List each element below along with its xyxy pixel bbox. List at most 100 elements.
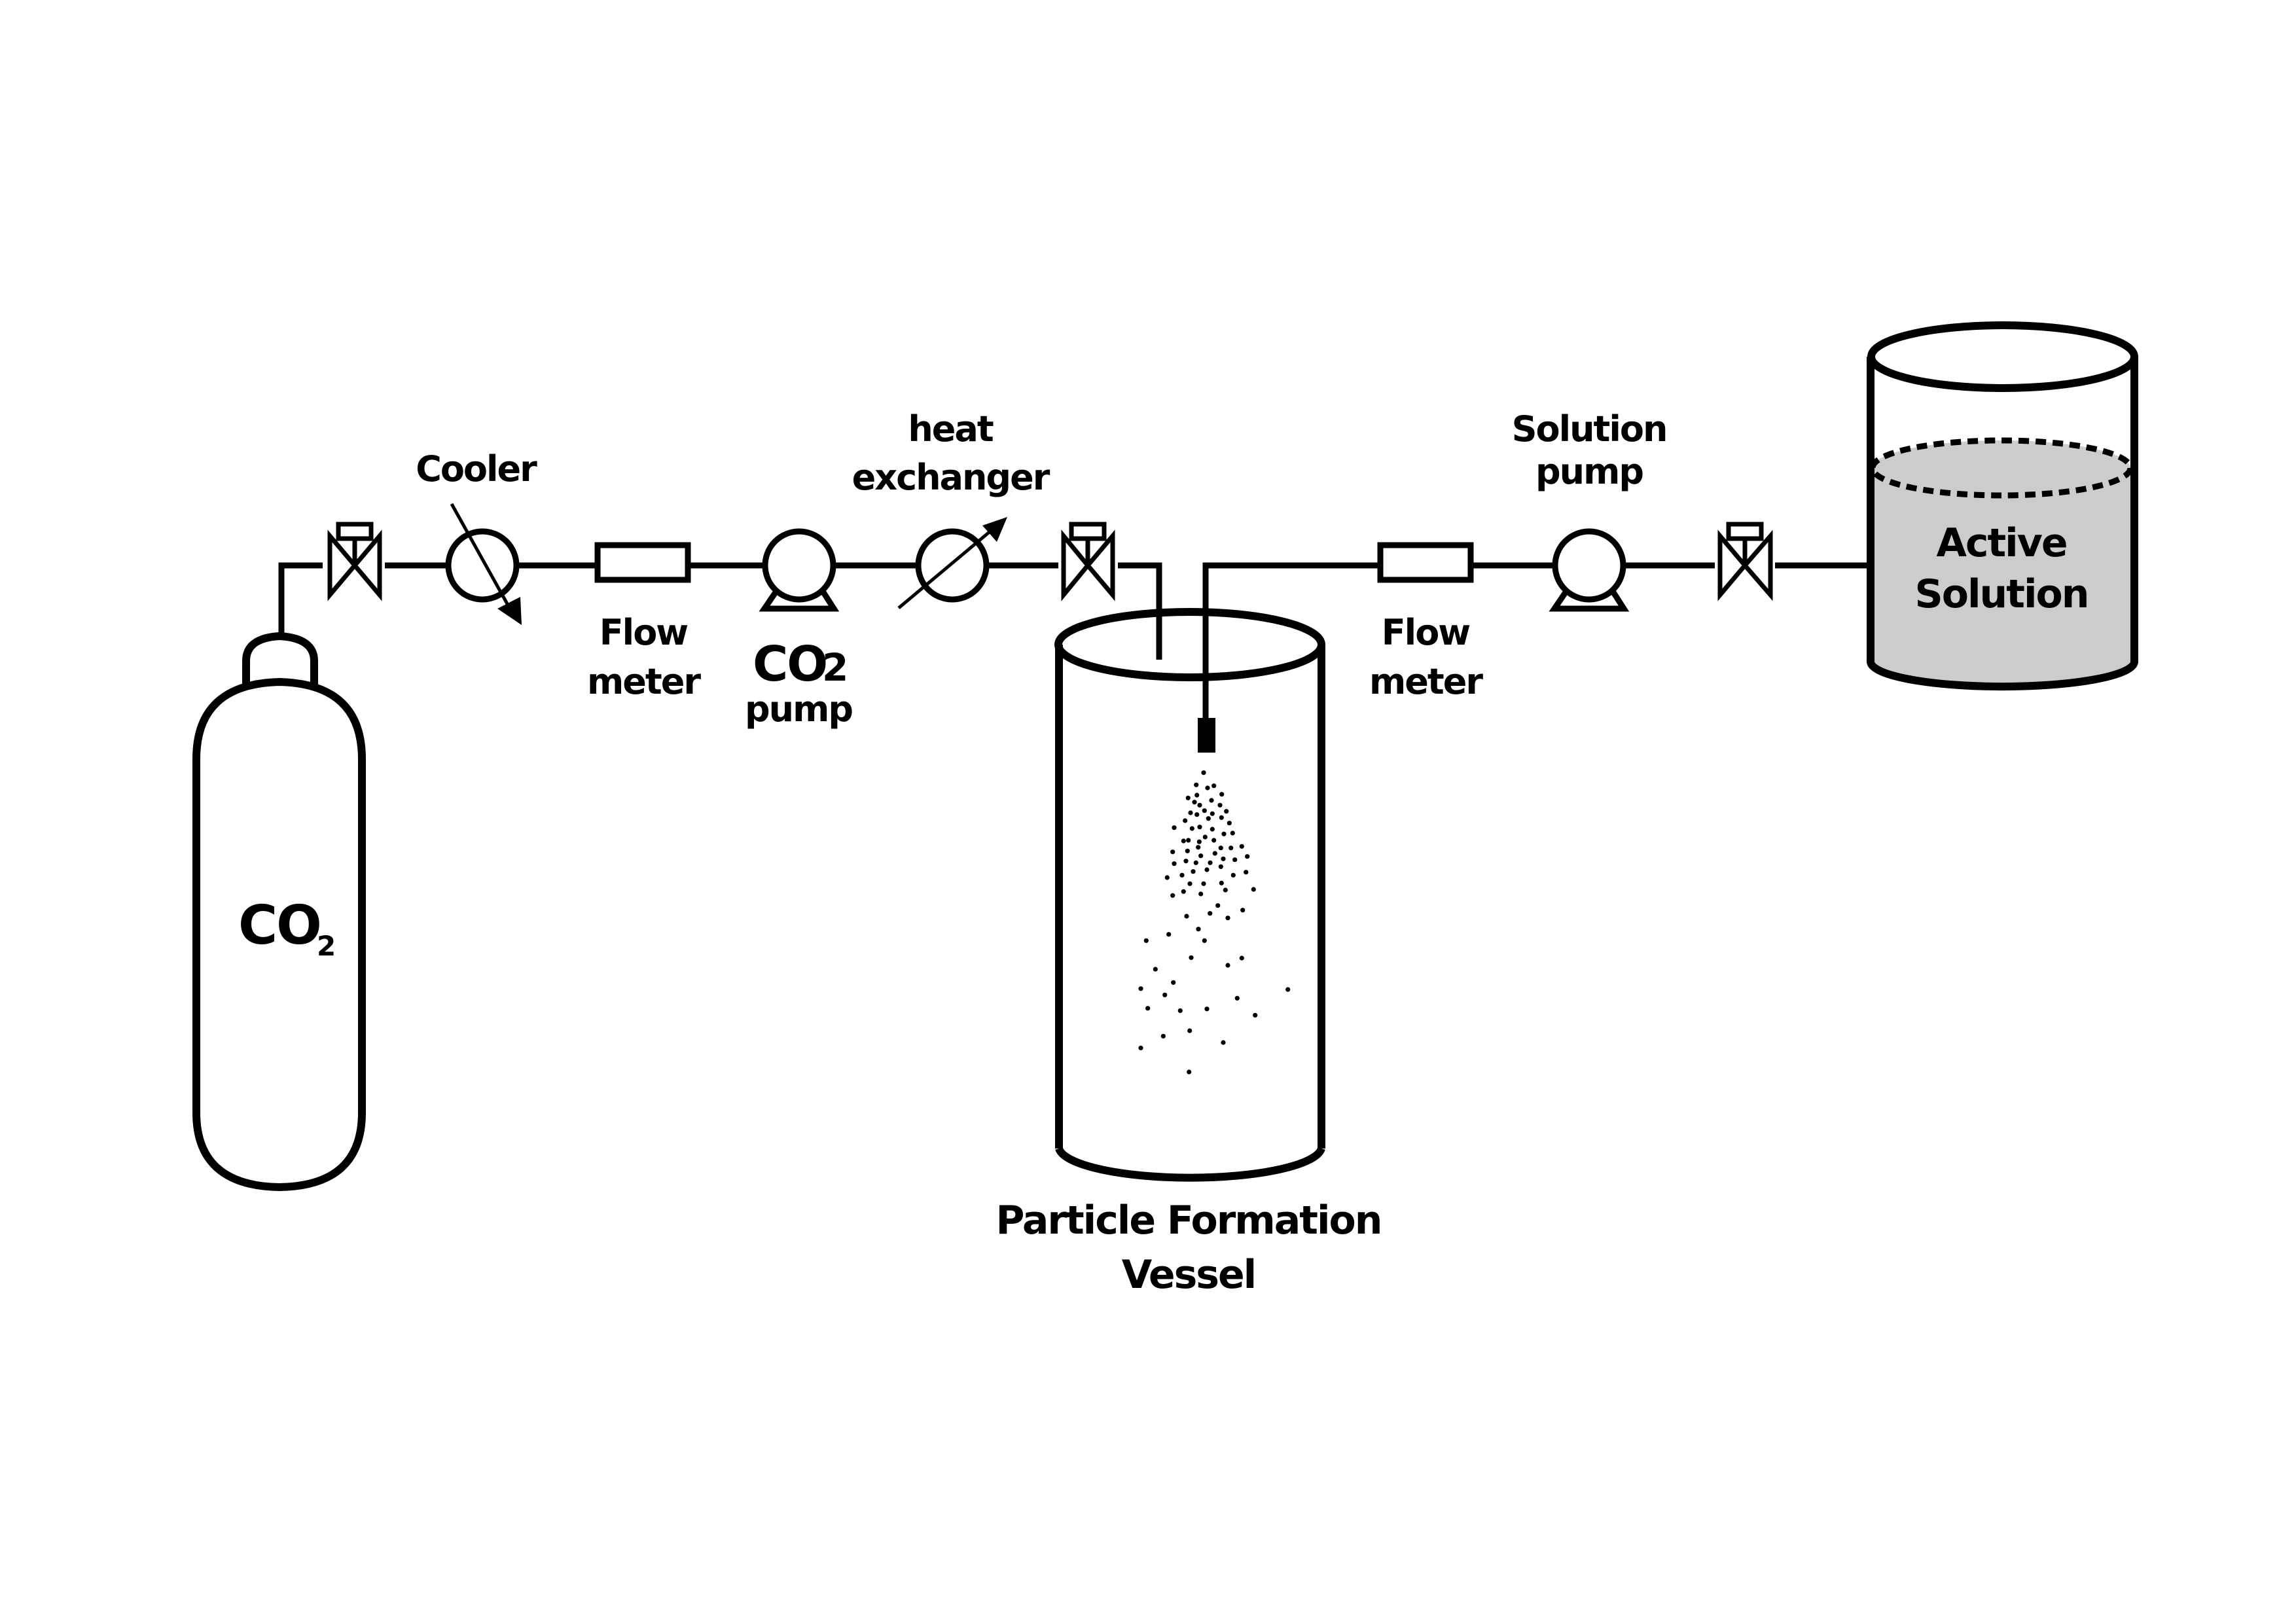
particle xyxy=(1221,856,1226,861)
particle xyxy=(1196,845,1201,850)
particle xyxy=(1219,792,1225,797)
co2-pump-label-co: CO xyxy=(753,636,827,692)
particle xyxy=(1211,838,1217,843)
particle xyxy=(1194,782,1199,787)
particle xyxy=(1201,770,1206,776)
particle xyxy=(1172,825,1177,830)
particle xyxy=(1138,1045,1143,1050)
cylinder-body xyxy=(192,677,366,1192)
particle xyxy=(1206,816,1211,821)
valve-body-left xyxy=(1061,529,1091,601)
particle xyxy=(1240,908,1246,913)
valve-body-left xyxy=(327,529,358,601)
particle xyxy=(1217,802,1223,808)
flow-meter-box xyxy=(594,542,691,583)
particle xyxy=(1234,995,1240,1001)
valve-actuator xyxy=(1069,522,1107,541)
particle xyxy=(1181,889,1186,894)
particle xyxy=(1232,857,1238,863)
particle xyxy=(1181,838,1186,844)
flow-meter-label-line1: Flow xyxy=(600,612,688,653)
particle xyxy=(1201,881,1206,886)
co2-cylinder: CO 2 xyxy=(192,632,366,1192)
tank-bottom xyxy=(1867,661,2138,691)
solution-pump: Solution pump xyxy=(1512,408,1668,612)
flow-meter-label-line1: Flow xyxy=(1382,612,1470,653)
particle xyxy=(1179,872,1185,878)
flow-meter-label-line2: meter xyxy=(587,661,701,702)
co2-pump-label-line2: pump xyxy=(745,688,852,730)
particle xyxy=(1196,927,1201,932)
particle xyxy=(1227,821,1232,826)
particle xyxy=(1221,1040,1226,1045)
tank-label-line1: Active xyxy=(1936,520,2066,566)
particle xyxy=(1202,834,1208,840)
particle xyxy=(1211,783,1217,789)
particle xyxy=(1244,870,1249,875)
particle xyxy=(1196,839,1202,844)
valve-solution-outlet[interactable] xyxy=(1717,522,1773,601)
particle-spray xyxy=(1138,770,1291,1075)
particle xyxy=(1164,875,1170,880)
valve-co2-outlet[interactable] xyxy=(327,522,382,601)
particle xyxy=(1185,795,1191,800)
cylinder-cap xyxy=(242,632,318,687)
particle xyxy=(1285,987,1291,992)
particle xyxy=(1204,867,1210,872)
particle xyxy=(1208,860,1213,865)
heat-exchanger-label-line1: heat xyxy=(908,408,994,450)
particle xyxy=(1202,938,1207,943)
particle xyxy=(1218,846,1223,851)
co2-pump-label-subscript: 2 xyxy=(822,645,848,690)
particle xyxy=(1218,864,1223,869)
particle xyxy=(1230,830,1235,836)
solution-liquid xyxy=(1873,440,2130,685)
particle xyxy=(1197,825,1202,830)
particle xyxy=(1183,818,1188,823)
valve-actuator xyxy=(1726,522,1764,541)
particle xyxy=(1221,831,1227,836)
particle xyxy=(1198,891,1204,897)
cylinder-label-subscript: 2 xyxy=(317,930,336,962)
particle xyxy=(1193,860,1198,865)
particle xyxy=(1187,1069,1192,1075)
particle xyxy=(1219,880,1224,885)
particle xyxy=(1239,955,1244,961)
particle xyxy=(1171,980,1176,985)
particle xyxy=(1245,854,1250,859)
particle xyxy=(1189,955,1194,960)
pipe-flowmeter-to-nozzle xyxy=(1202,562,1378,718)
particle xyxy=(1219,815,1224,820)
particle xyxy=(1194,793,1200,798)
flow-meter-co2: Flow meter xyxy=(587,542,702,702)
particle xyxy=(1145,1006,1151,1011)
particle xyxy=(1172,861,1177,866)
particle xyxy=(1184,914,1189,919)
pump-circle xyxy=(1552,528,1626,603)
particle xyxy=(1160,1033,1166,1039)
particle xyxy=(1187,881,1193,886)
vessel-label-line2: Vessel xyxy=(1122,1252,1256,1298)
particle xyxy=(1223,887,1228,893)
cooler: Cooler xyxy=(416,448,539,625)
particle xyxy=(1166,932,1172,937)
vessel-label-line1: Particle Formation xyxy=(996,1198,1382,1243)
particle xyxy=(1197,802,1202,808)
particle xyxy=(1185,848,1190,853)
valve-vessel-inlet[interactable] xyxy=(1061,522,1115,601)
spray-nozzle xyxy=(1198,718,1215,753)
particle xyxy=(1230,872,1236,878)
particle xyxy=(1212,851,1217,856)
particle xyxy=(1143,938,1149,943)
particle xyxy=(1225,916,1230,921)
flow-meter-box xyxy=(1377,542,1474,583)
particle xyxy=(1162,992,1168,997)
particle xyxy=(1138,986,1143,991)
cooler-arrow-head-icon xyxy=(497,597,522,625)
particle xyxy=(1208,911,1213,916)
particle xyxy=(1198,853,1204,859)
particle xyxy=(1225,963,1230,968)
particle-formation-vessel: Particle Formation Vessel xyxy=(996,605,1382,1298)
flow-meter-solution: Flow meter xyxy=(1369,542,1484,702)
